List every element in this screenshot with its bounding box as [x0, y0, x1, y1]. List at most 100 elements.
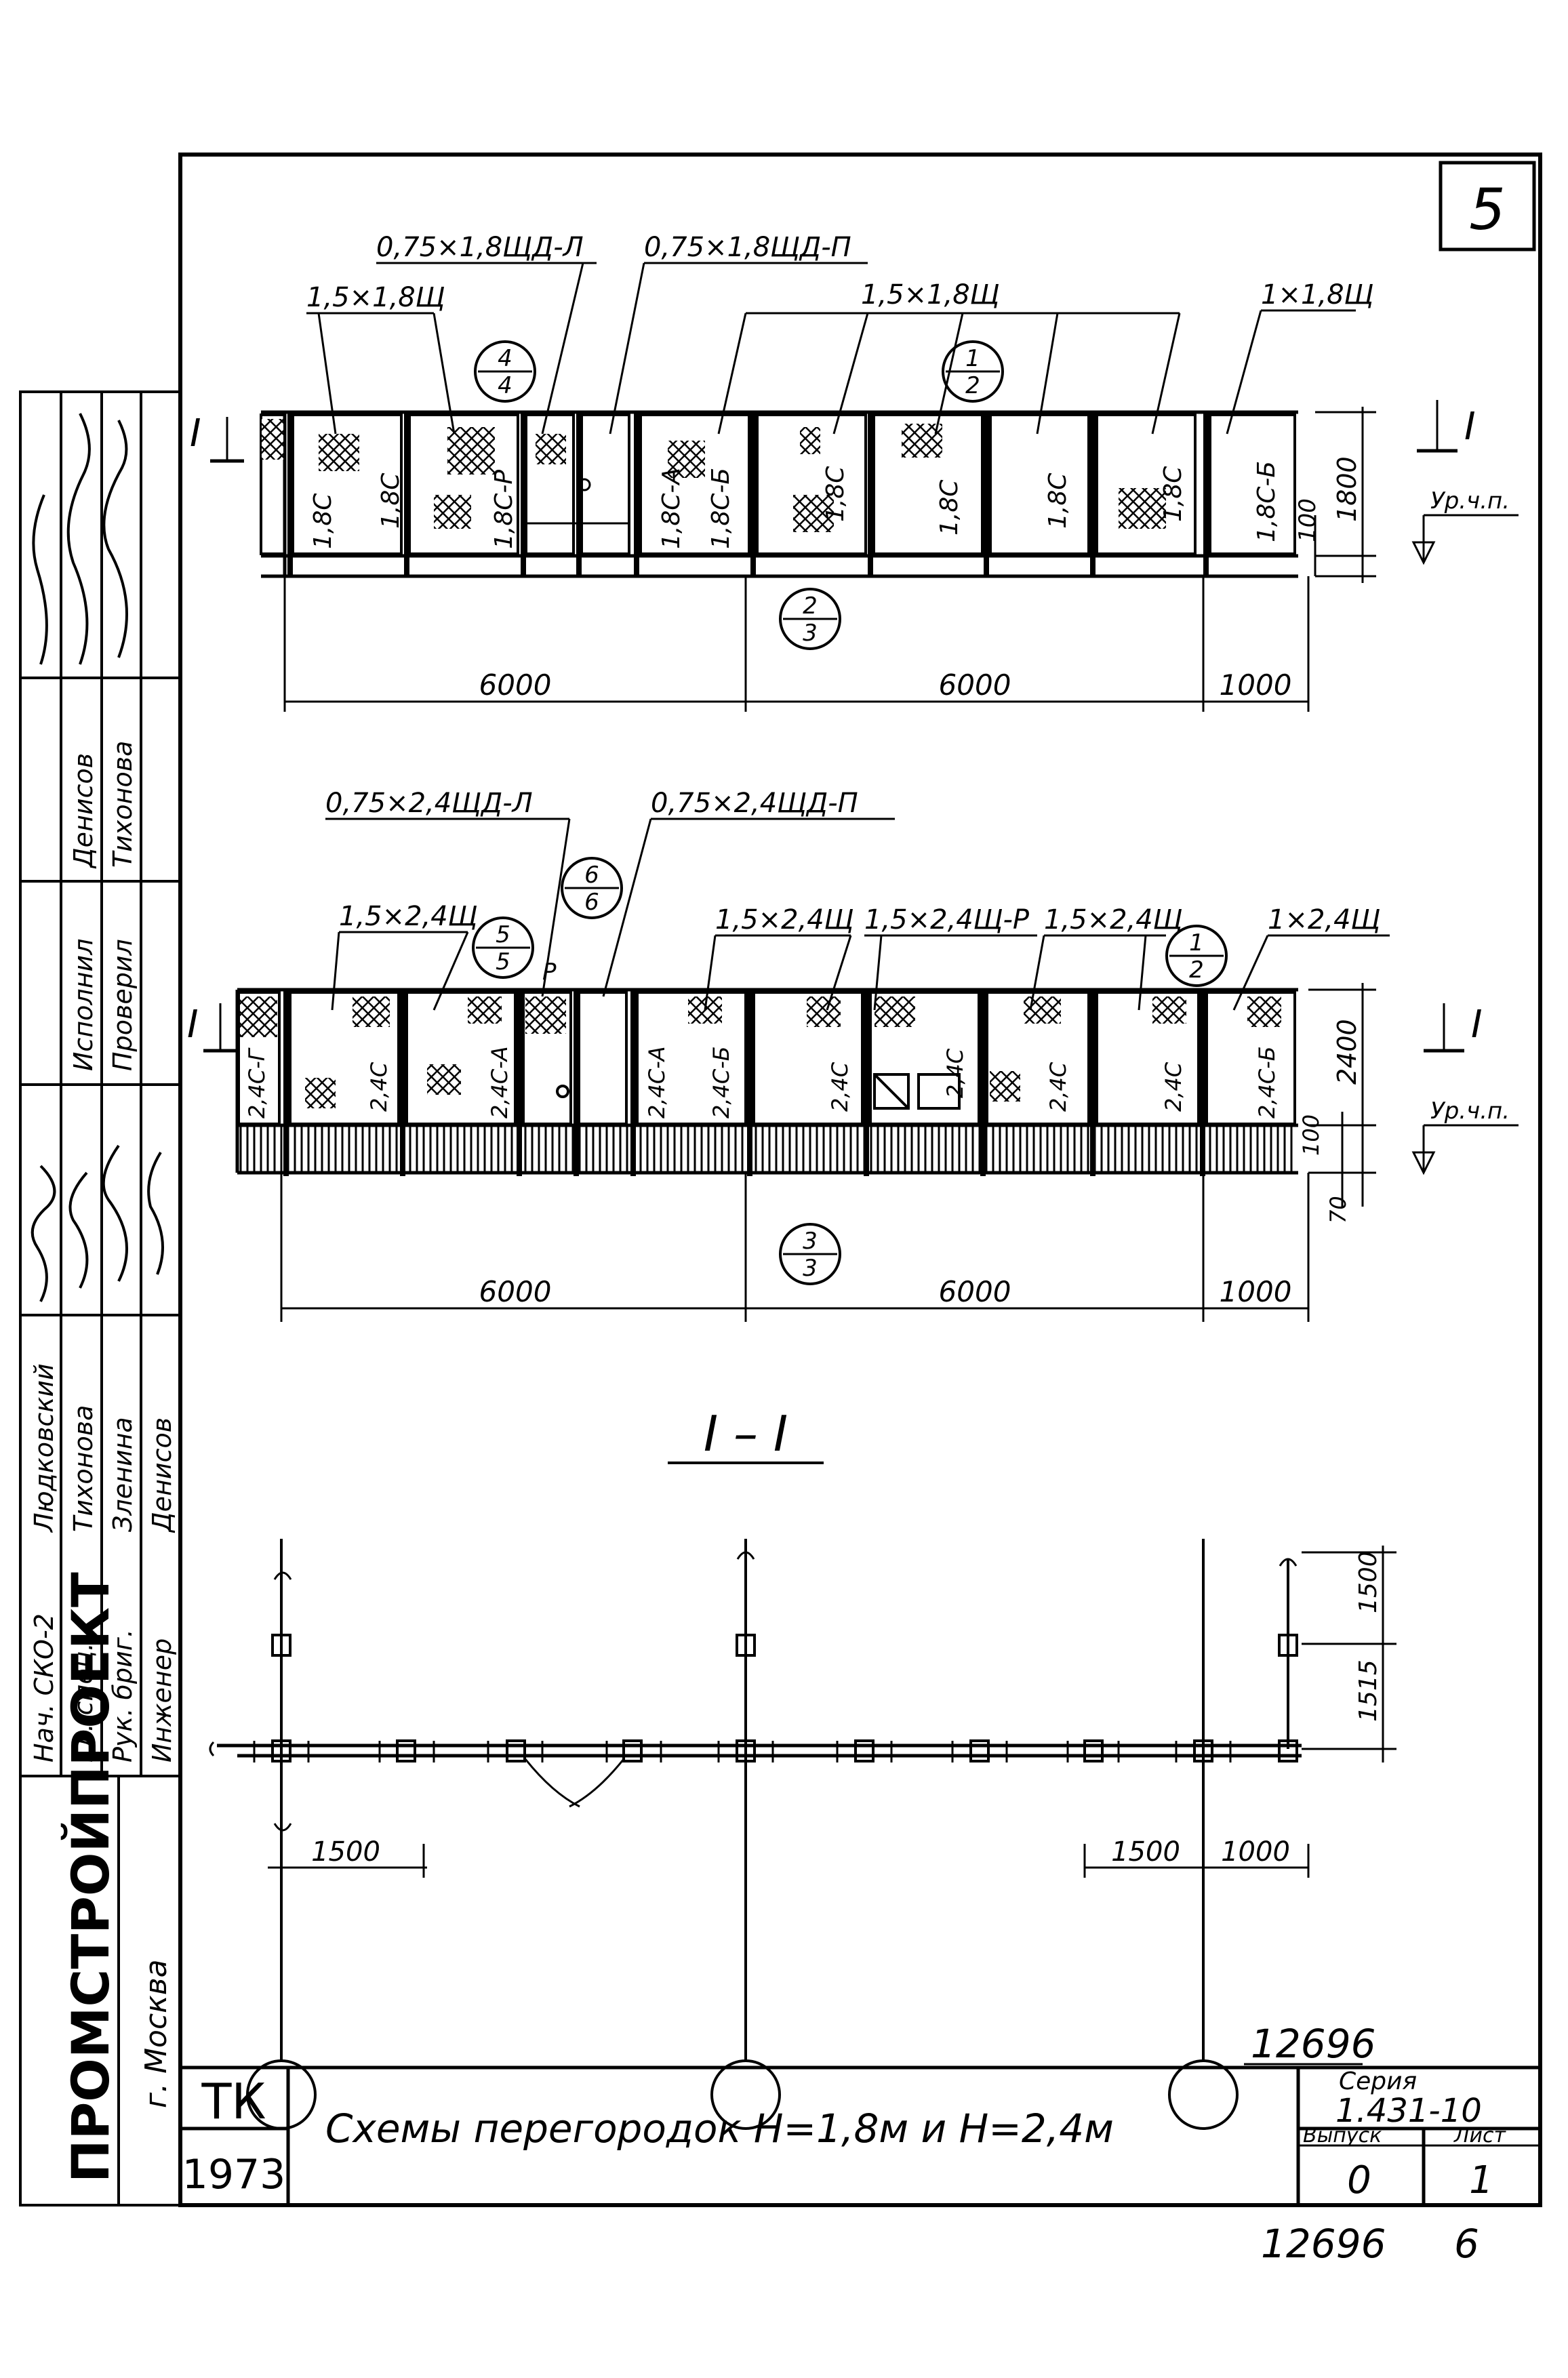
plan-posts — [271, 1634, 1298, 1762]
mid-section-mark-right: I — [1424, 1003, 1483, 1053]
footer-inventory: 12696 — [1261, 2221, 1386, 2267]
axis-marker-3 — [1168, 2059, 1239, 2130]
mid-callout-door-left: 0,75×2,4ЩД-Л — [325, 788, 533, 819]
top-mark-10: 1,8С-Б — [1253, 461, 1281, 542]
top-mark-3: 1,8С-Р — [490, 470, 518, 549]
mid-height-dim: 2400 — [1332, 1019, 1362, 1085]
mid-callout-panel-e: 1×2,4Щ — [1268, 904, 1380, 935]
svg-text:3: 3 — [803, 620, 818, 647]
stamp-role-1: Нач. СКО-2 — [29, 1613, 59, 1762]
plan-section: I – I — [209, 1405, 1396, 2130]
mid-mark-3: 2,4С-А — [487, 1046, 512, 1119]
mid-mark-4: 2,4С-А — [644, 1046, 670, 1119]
tb-year: 1973 — [182, 2151, 286, 2198]
mid-mark-10: 2,4С-Б — [1254, 1046, 1280, 1119]
title-block — [178, 2065, 1542, 2207]
top-panel-marks: 1,8С 1,8С 1,8С-Р 1,8С-А 1,8С-Б 1,8С 1,8С… — [309, 461, 1281, 549]
top-node-mark-3: 2 3 — [779, 588, 841, 650]
mid-callout-panel-b: 1,5×2,4Щ — [715, 904, 854, 935]
tb-series: 1.431-10 — [1335, 2092, 1482, 2130]
plan-dim-right-2: 1515 — [1354, 1659, 1382, 1722]
stamp-name-4: Денисов — [147, 1417, 177, 1533]
axis-markers — [246, 2059, 1239, 2130]
stamp-role2-1: Исполнил — [68, 938, 98, 1071]
mid-base-dim: 100 — [1298, 1114, 1324, 1156]
mid-mark-2: 2,4С — [366, 1062, 392, 1112]
mid-hatches — [240, 996, 1281, 1108]
stamp-role-3: Рук. бриг. — [108, 1629, 138, 1762]
plan-dim-bottom-right-2: 1000 — [1221, 1836, 1290, 1868]
svg-text:Ур.ч.п.: Ур.ч.п. — [1430, 487, 1510, 515]
mid-panels — [237, 991, 1296, 1125]
mid-base-strip — [239, 1127, 1296, 1171]
stamp-name-2: Тихонова — [68, 1405, 98, 1532]
sheet-number-box: 5 — [1439, 161, 1536, 251]
top-height-dim: 1800 — [1332, 456, 1362, 522]
plan-dim-bottom-left: 1500 — [311, 1836, 380, 1868]
top-section-mark-left: I — [190, 411, 244, 463]
stamp-name2-2: Тихонова — [108, 741, 138, 868]
tb-issue: 0 — [1347, 2158, 1371, 2202]
plan-title: I – I — [704, 1405, 788, 1462]
svg-text:3: 3 — [803, 1228, 818, 1255]
tb-title: Схемы перегородок Н=1,8м и Н=2,4м — [325, 2105, 1114, 2152]
top-mark-8: 1,8С — [1044, 472, 1072, 529]
plan-dim-bottom-right-1: 1500 — [1111, 1836, 1180, 1868]
top-hatches — [262, 419, 1166, 532]
svg-text:5: 5 — [496, 948, 510, 975]
mid-callout-door-right: 0,75×2,4ЩД-П — [651, 788, 858, 819]
top-callout-panel-a: 1,5×1,8Щ — [306, 282, 445, 313]
sheet-number: 5 — [1469, 176, 1505, 243]
svg-text:6: 6 — [584, 862, 599, 889]
tb-code: ТК — [201, 2073, 266, 2130]
stamp-name2-1: Денисов — [68, 753, 98, 869]
stamp-org: ПРОМСТРОЙПРОЕКТ — [60, 1572, 121, 2183]
svg-text:I: I — [190, 411, 201, 456]
tb-sheet: 1 — [1469, 2158, 1493, 2202]
mid-bottom-dim: 70 — [1325, 1196, 1351, 1224]
top-section-mark-right: I — [1417, 400, 1476, 453]
mid-callout-panel-d: 1,5×2,4Щ — [1044, 904, 1183, 935]
svg-text:1: 1 — [1189, 929, 1204, 956]
mid-section-mark-left: I — [187, 1003, 237, 1053]
mid-mark-6: 2,4С — [827, 1062, 853, 1112]
top-mark-1: 1,8С — [309, 493, 337, 549]
svg-text:2: 2 — [1189, 956, 1204, 984]
top-callout-panel-c: 1×1,8Щ — [1261, 279, 1373, 310]
top-mark-5: 1,8С-Б — [707, 468, 735, 549]
svg-text:1: 1 — [965, 345, 980, 372]
mid-span-dims — [280, 1173, 1310, 1322]
axis-marker-2 — [710, 2059, 781, 2130]
tb-series-label: Серия — [1339, 2068, 1417, 2095]
top-span-1: 6000 — [479, 668, 552, 702]
mid-node-mark-3: 1 2 — [1165, 925, 1228, 987]
top-base-dim: 100 — [1294, 498, 1321, 542]
mid-span-3: 1000 — [1220, 1275, 1292, 1308]
mid-floor-level: Ур.ч.п. — [1411, 1097, 1519, 1175]
top-callout-door-right: 0,75×1,8ЩД-П — [644, 232, 851, 263]
top-callout-door-left: 0,75×1,8ЩД-Л — [376, 232, 584, 263]
svg-text:I: I — [1471, 1003, 1483, 1047]
svg-text:3: 3 — [803, 1255, 818, 1282]
svg-text:I: I — [187, 1003, 199, 1047]
inventory-number: 12696 — [1251, 2021, 1376, 2067]
top-mark-9: 1,8С — [1159, 466, 1187, 522]
tb-issue-label: Выпуск — [1303, 2124, 1382, 2148]
stamp-role-2: Гл. спец. — [68, 1643, 98, 1762]
mid-node-mark-4: 3 3 — [779, 1223, 841, 1285]
side-stamp — [19, 390, 182, 2206]
mid-node-mark-2: 5 5 — [472, 916, 534, 979]
top-panels — [260, 414, 1296, 555]
side-stamp-text: ПРОМСТРОЙПРОЕКТ г. Москва Нач. СКО-2 Гл.… — [29, 413, 177, 2183]
top-span-2: 6000 — [939, 668, 1011, 702]
top-node-mark-2: 1 2 — [942, 340, 1004, 403]
svg-text:2: 2 — [965, 372, 980, 399]
mid-callout-panel-a: 1,5×2,4Щ — [339, 901, 478, 932]
svg-text:I: I — [1464, 405, 1476, 449]
top-callout-panel-b: 1,5×1,8Щ — [861, 279, 1000, 310]
mid-panel-marks: 2,4С-Г 2,4С 2,4С-А 2,4С-А 2,4С-Б 2,4С 2,… — [244, 1046, 1280, 1119]
top-node-mark-1: 4 4 — [474, 340, 536, 403]
tb-sheet-label: Лист — [1453, 2124, 1507, 2148]
mid-mark-8: 2,4С — [1045, 1062, 1071, 1112]
